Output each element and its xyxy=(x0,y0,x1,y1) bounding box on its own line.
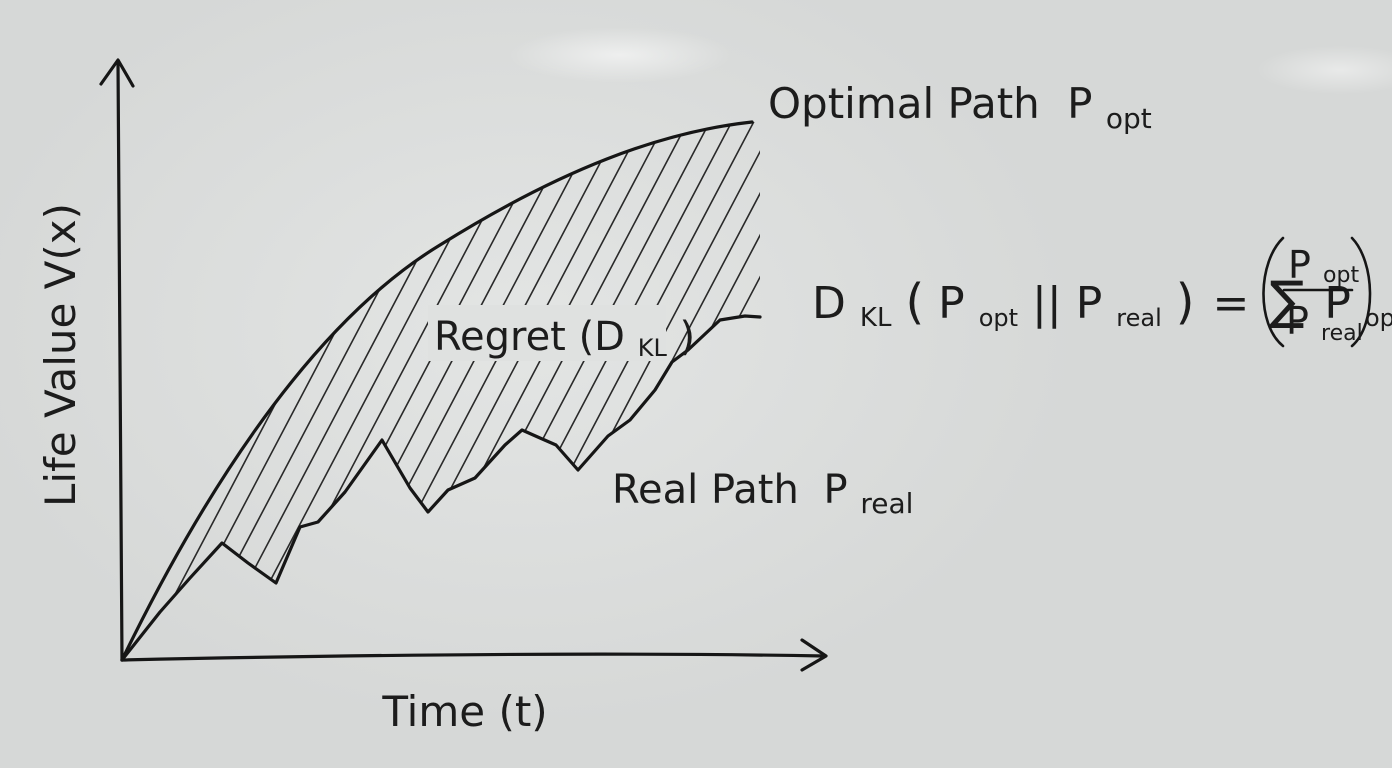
hatch-line xyxy=(591,122,760,660)
y-axis-arrowhead xyxy=(99,58,135,88)
formula-p1-subscript: opt xyxy=(979,304,1018,332)
hatch-line xyxy=(679,122,760,660)
hatch-line xyxy=(613,122,760,660)
svg-text:P real: P real xyxy=(1286,299,1363,346)
regret-label-close: ) xyxy=(680,314,696,360)
hatch-line xyxy=(349,122,651,660)
regret-label-backdrop xyxy=(428,305,666,361)
fraction-numerator-p: P xyxy=(1288,243,1311,287)
formula-d: D xyxy=(812,278,846,329)
formula-open-paren: ( xyxy=(905,274,924,330)
hatch-line xyxy=(122,122,387,660)
regret-label-subscript: KL xyxy=(638,334,668,362)
axes xyxy=(99,58,828,672)
hatch-line xyxy=(122,122,233,660)
svg-text:P opt: P opt xyxy=(1288,243,1359,288)
optimal-path-label: Optimal Path P opt xyxy=(768,79,1152,135)
x-axis-line xyxy=(120,652,826,662)
real-path-text: Real Path xyxy=(612,467,799,513)
x-axis-label: Time (t) xyxy=(381,687,547,736)
svg-text:D KL ( P: D KL ( P opt || P real ) = ∑ P opt ln xyxy=(812,271,1392,337)
hatch-line xyxy=(547,122,760,660)
regret-label: Regret (D KL ) xyxy=(428,305,695,366)
hatch-line xyxy=(503,122,760,660)
optimal-path-curve xyxy=(120,120,754,662)
hatch-line xyxy=(173,122,475,660)
optimal-path-subscript: opt xyxy=(1106,102,1152,135)
fraction-numerator-subscript: opt xyxy=(1323,263,1359,288)
hatch-line xyxy=(261,122,563,660)
hatch-line xyxy=(569,122,760,660)
hatch-line xyxy=(217,122,519,660)
hatch-line xyxy=(195,122,497,660)
hatch-line xyxy=(239,122,541,660)
fraction-denominator-subscript: real xyxy=(1321,321,1363,346)
real-path-label: Real Path P real xyxy=(612,467,913,520)
formula-equals: = xyxy=(1212,278,1249,329)
formula-p3: P xyxy=(1324,278,1351,329)
svg-text:Real Path P real: Real Path P real xyxy=(612,467,913,520)
svg-text:Regret (D KL ): Regret (D KL ) xyxy=(434,314,695,366)
y-axis-label: Life Value V(x) xyxy=(36,203,85,507)
formula-close-paren: ) xyxy=(1176,274,1195,330)
kl-formula: D KL ( P opt || P real ) = ∑ P opt ln P … xyxy=(812,236,1392,348)
formula-p2: P xyxy=(1076,278,1103,329)
hatch-line xyxy=(635,122,760,660)
hatch-line xyxy=(122,122,211,660)
hatch-line xyxy=(283,122,585,660)
fraction-left-paren xyxy=(1262,236,1285,348)
hatch-line xyxy=(701,122,760,660)
formula-p1: P xyxy=(938,278,965,329)
fraction-right-paren xyxy=(1350,236,1372,348)
formula-separator: || xyxy=(1032,278,1062,329)
hatch-line xyxy=(723,122,760,660)
hatch-line xyxy=(122,122,365,660)
x-axis-arrowhead xyxy=(800,638,828,672)
regret-label-text: Regret (D xyxy=(434,314,625,360)
hatch-line xyxy=(459,122,760,660)
hatch-line xyxy=(327,122,629,660)
svg-text:Optimal Path P opt: Optimal Path P opt xyxy=(768,79,1152,135)
hatch-line xyxy=(745,122,760,660)
optimal-path-symbol: P xyxy=(1067,79,1092,128)
hatch-line xyxy=(437,122,739,660)
formula-sum: ∑ xyxy=(1269,271,1304,331)
hatch-line xyxy=(415,122,717,660)
optimal-path-text: Optimal Path xyxy=(768,79,1040,128)
fraction-denominator-p: P xyxy=(1286,299,1309,343)
hatch-line xyxy=(122,122,343,660)
hatch-line xyxy=(657,122,760,660)
hatch-line xyxy=(122,122,409,660)
formula-d-subscript: KL xyxy=(860,303,892,333)
real-path-curve xyxy=(120,314,762,662)
formula-p2-subscript: real xyxy=(1116,304,1161,332)
real-path-symbol: P xyxy=(824,467,848,513)
real-path-subscript: real xyxy=(860,487,913,520)
y-axis-line xyxy=(116,60,124,662)
hatch-line xyxy=(151,122,453,660)
hatch-line xyxy=(371,122,673,660)
hatch-line xyxy=(525,122,760,660)
hatch-line xyxy=(305,122,607,660)
